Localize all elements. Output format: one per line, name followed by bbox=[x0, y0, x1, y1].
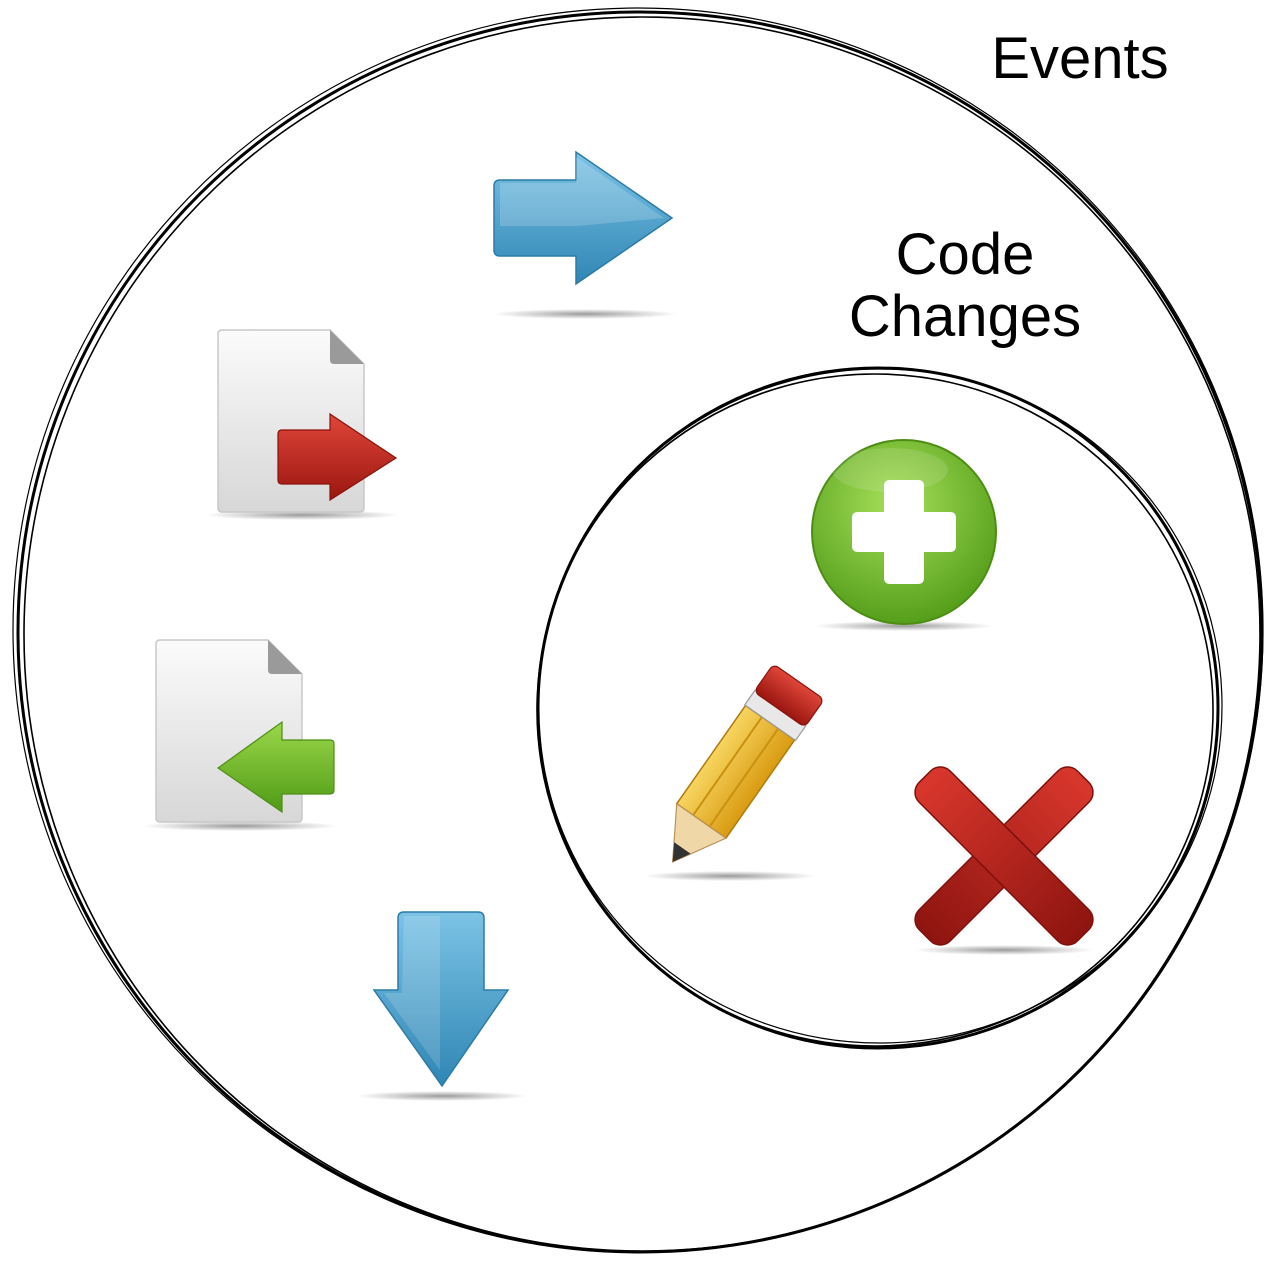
events-label: Events bbox=[991, 26, 1169, 91]
code-changes-label-line2: Changes bbox=[848, 284, 1082, 349]
code-changes-label: Code Changes bbox=[820, 224, 1110, 348]
file-import-icon bbox=[142, 639, 338, 831]
add-icon bbox=[811, 439, 997, 631]
arrow-right-icon bbox=[493, 150, 677, 319]
code-changes-circle bbox=[536, 366, 1223, 1050]
file-export-icon bbox=[204, 329, 400, 520]
edit-pencil-icon bbox=[644, 665, 823, 881]
code-changes-label-line1: Code bbox=[895, 222, 1035, 287]
arrow-down-icon bbox=[356, 911, 528, 1101]
delete-x-icon bbox=[914, 766, 1094, 955]
